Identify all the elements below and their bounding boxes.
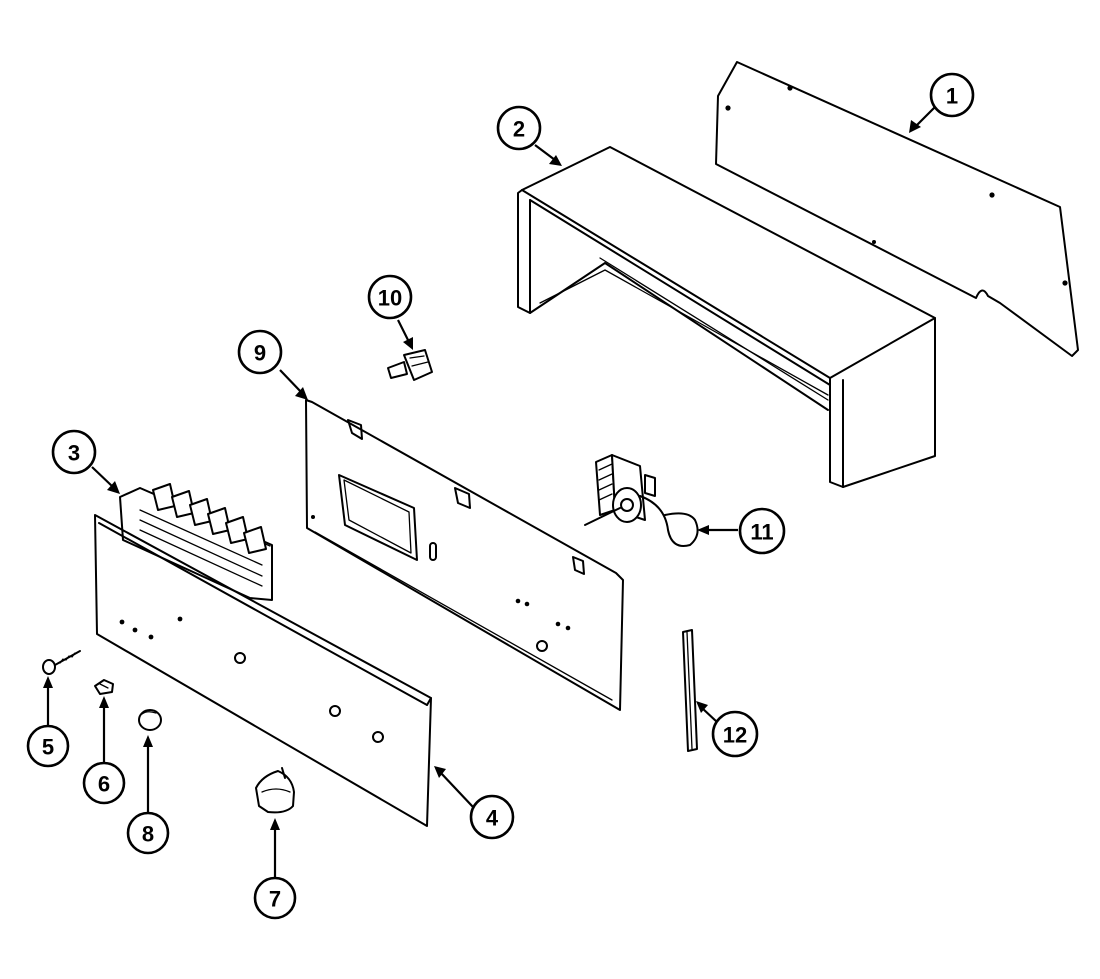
callout-9-label: 9 bbox=[254, 341, 266, 366]
callout-12-label: 12 bbox=[723, 723, 747, 748]
part-button-round bbox=[138, 709, 162, 731]
callout-8: 8 bbox=[126, 811, 170, 855]
callout-4: 4 bbox=[469, 794, 515, 840]
callout-10: 10 bbox=[367, 274, 413, 320]
part-trim-strip bbox=[682, 629, 698, 752]
callout-10-label: 10 bbox=[378, 286, 402, 311]
callout-8-label: 8 bbox=[142, 822, 154, 847]
part-button-small bbox=[94, 679, 114, 695]
callout-5: 5 bbox=[26, 724, 70, 768]
callout-6: 6 bbox=[82, 761, 126, 805]
leader-lines bbox=[43, 105, 937, 878]
callout-1-label: 1 bbox=[946, 84, 958, 109]
callout-1: 1 bbox=[929, 72, 975, 118]
part-rear-panel bbox=[715, 61, 1079, 357]
part-screw bbox=[42, 650, 81, 675]
callout-11-label: 11 bbox=[750, 520, 773, 545]
callout-11: 11 bbox=[738, 507, 786, 555]
part-control-panel bbox=[94, 514, 432, 827]
callout-3-label: 3 bbox=[68, 441, 80, 466]
callout-3: 3 bbox=[51, 429, 97, 475]
callout-4-label: 4 bbox=[486, 806, 499, 831]
callout-7-label: 7 bbox=[269, 887, 281, 912]
part-console-housing bbox=[517, 146, 936, 488]
callout-2-label: 2 bbox=[513, 117, 525, 142]
callout-2: 2 bbox=[496, 105, 542, 151]
callout-7: 7 bbox=[253, 876, 297, 920]
part-toggle-switch bbox=[387, 349, 433, 381]
part-switch-assembly bbox=[119, 483, 273, 601]
callout-12: 12 bbox=[711, 710, 759, 758]
callout-5-label: 5 bbox=[42, 735, 54, 760]
part-knob bbox=[255, 767, 295, 814]
callout-9: 9 bbox=[237, 329, 283, 375]
callout-6-label: 6 bbox=[98, 772, 110, 797]
part-timer-motor bbox=[584, 454, 699, 547]
part-mounting-bracket bbox=[305, 399, 624, 711]
